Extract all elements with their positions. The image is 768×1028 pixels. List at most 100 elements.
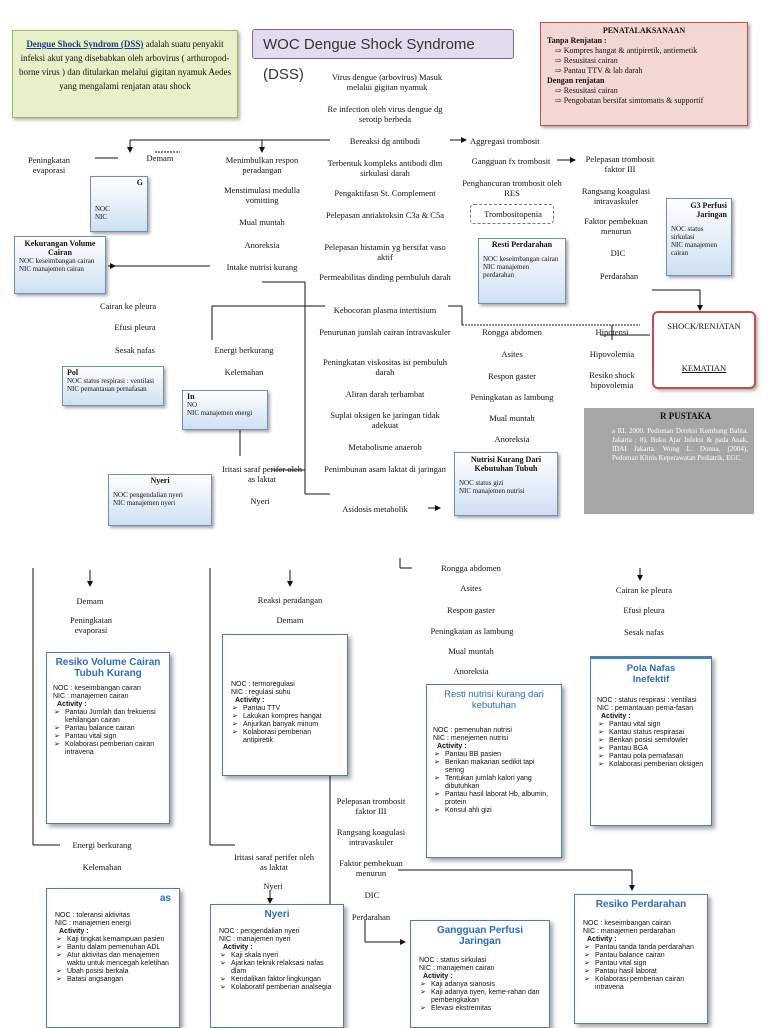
resiko-perdarahan-nic: NIC : manajemen perdarahan [583,928,676,935]
flow-antiaktoksin: Pelepasan antiaktoksin C3a & C5a [325,210,445,220]
nutrisi-care-item: Tentukan jumlah kalori yang dibutuhkan [434,775,555,791]
nyeri-small-title: Nyeri [150,476,170,485]
definition-box: Dengue Shock Syndrom (DSS) adalah suatu … [12,30,238,118]
flow-kebocoran: Kebocoran plasma intertisium [333,305,437,315]
intol-noc: NO [187,401,198,409]
intoleransi-item: Batasi angsangan [56,976,171,984]
partial-top-nic: NIC [95,213,108,221]
kekurangan-noc: NOC keseimbangan cairan [19,257,95,265]
woc-title-box: WOC Dengue Shock Syndrome (DSS) [252,29,514,83]
pola-nic: NIC pemantauan pernafasan [67,385,147,393]
intoleransi-title: as [159,893,171,904]
hipertermi-noc: NOC : termoregulasi [231,681,295,688]
nyeri-care-title: Nyeri [264,909,290,920]
definition-text: adalah suatu penyakit infeksi akut yang … [19,39,231,91]
nutrisi-care-item: Berikan makanan sedikit tapi sering [434,759,555,775]
flow-histamin: Pelepasan histamin yg bersifat vaso akti… [324,242,446,262]
intoleransi-activity: Activity : [59,928,89,935]
nutrisi-care-activity: Activity : [437,743,467,750]
resiko-volume-nic: NIC : manajemen cairan [53,693,129,700]
resiko-perdarahan-item: Pantau hasil laborat [584,968,699,976]
b-demam2: Demam [276,615,304,625]
b-iritasi: Iritasi saraf perifer oleh as laktat [234,852,314,872]
b-reaksi: Reaksi peradangan [257,595,323,605]
left-sesak: Sesak nafas [115,345,155,355]
intol-nic: NIC manajemen energi [187,409,253,417]
b-kelemahan: Kelemahan [82,862,122,872]
woc-title: WOC Dengue Shock Syndrome (DSS) [263,36,475,83]
flow-kompleks: Terbentuk kompleks antibodi dlm sirkulas… [327,158,443,178]
right-peningkatan-as: Peningkatan as lambung [470,392,554,402]
flow-suplai: Suplai oksigen ke jaringan tidak adekuat [330,410,440,430]
perfusi-small-box: G3 Perfusi Jaringan NOC status sirkulasi… [666,198,732,276]
shock-box: SHOCK/RENJATAN KEMATIAN [652,311,756,389]
left-energi: Energi berkurang [214,345,274,355]
nyeri-care-item: Kolaboratif pemberian analsegia [220,984,335,992]
left-anoreksia: Anoreksia [244,240,280,250]
b-sesak: Sesak nafas [624,627,664,637]
resiko-perdarahan-item: Pantau tanda tanda perdarahan [584,944,699,952]
resiko-volume-title: Resiko Volume Cairan Tubuh Kurang [55,657,161,679]
perfusi-small-title: G3 Perfusi Jaringan [690,201,727,219]
hipertermi-item: Kolaborasi pemberian antipiretik [232,729,339,745]
nyeri-care-nic: NIC : manajemen nyeri [219,936,291,943]
flow-penurunan: Penurunan jumlah cairan intravaskuler [319,327,451,337]
hipertermi-item: Lakukan kompres hangat [232,713,339,721]
resiko-volume-item: Kolaborasi pemberian cairan intravena [54,741,163,757]
intoleransi-item: Kaji tingkat kemampuan pasien [56,936,171,944]
b-rongga: Rongga abdomen [441,563,501,573]
left-cairan-pleura: Cairan ke pleura [100,301,157,311]
b-cairan: Cairan ke pleura [615,585,673,595]
nutrisi-small-nic: NIC manajemen nutrisi [459,487,525,495]
flow-reinfection: Re infection oleh virus dengue dg seroti… [327,104,443,124]
partial-top-box: G NOC NIC [90,176,148,232]
b-anoreksia: Anoreksia [453,666,489,676]
hipertermi-nic: NIC : regulasi suhu [231,689,291,696]
intoleransi-care-box: as NOC : toleransi aktivitas NIC : manaj… [46,888,180,1028]
resiko-perdarahan-care-box: Resiko Perdarahan NOC : keseimbangan cai… [574,894,708,1024]
right-penghancuran: Penghancuran trombosit oleh RES [462,178,562,198]
kematian-label: KEMATIAN [681,363,727,373]
b-perdarahan: Perdarahan [351,912,391,922]
pustaka-text: a RI. 2000. Pedoman Deteksi Kembang Bali… [612,427,748,462]
resiko-volume-item: Pantau Jumlah dan frekuensi kehilangan c… [54,709,163,725]
b-asites: Asites [460,583,482,593]
flow-permeabilitas: Permeabilitas dinding pembuluh darah [319,272,451,282]
shock-header: Dengan renjatan [547,76,605,85]
no-shock-item: ⇨ Pantau TTV & lab darah [555,66,643,75]
flow-penimbunan: Penimbunan asam laktat di jaringan [324,464,446,474]
shock-item: ⇨ Pengobatan bersifat simtomatis & suppo… [555,96,704,105]
nutrisi-care-title: Resti nutrisi kurang dari kebutuhan [444,689,544,711]
left-nyeri: Nyeri [250,496,270,506]
pola-nafas-nic: NIC : pemantauan perna-fasan [597,705,694,712]
flow-virus: Virus dengue (arbovirus) Masuk melalui g… [331,72,443,92]
kekurangan-title: Kekurangan Volume Cairan [24,239,96,257]
intoleransi-item: Ubah posisi berkala [56,968,171,976]
nutrisi-small-title: Nutrisi Kurang Dari Kebutuhan Tubuh [470,455,542,473]
no-shock-item: ⇨ Resusitasi cairan [555,56,618,65]
intoleransi-nic: NIC : manajemen energi [55,920,131,927]
trombositopenia-box: Trombositopenia [470,204,554,224]
pola-nafas-title: Pola Nafas Inefektif [626,663,676,685]
pola-noc: NOC status respirasi : ventilasi [67,377,155,385]
nutrisi-care-nic: NIC : menejemen nutrisi [433,735,509,742]
resiko-perdarahan-activity: Activity : [587,936,617,943]
shock-item: ⇨ Resusitasi cairan [555,86,618,95]
flow-antibodi: Bereaksi dg antibodi [349,136,421,146]
left-intake: Intake nutrisi kurang [226,262,298,272]
right-resiko-shock: Resiko shock hipovolemia [589,370,635,390]
no-shock-item: ⇨ Kompres hangat & antipiretik, antiemet… [555,46,698,55]
pola-nafas-item: Kolaborasi pemberian oksigen [598,761,705,769]
nutrisi-care-box: Resti nutrisi kurang dari kebutuhan NOC … [426,684,562,858]
right-asites: Asites [501,349,523,359]
flow-aliran: Aliran darah terhambat [345,389,425,399]
nyeri-care-box: Nyeri NOC : pengendalian nyeri NIC : man… [210,904,344,1028]
hipertermi-item: Pantau TTV [232,705,339,713]
pola-nafas-activity: Activity : [601,713,631,720]
nyeri-small-box: Nyeri NOC pengendalian nyeri NIC manajem… [108,474,212,526]
nyeri-care-activity: Activity : [223,944,253,951]
right-agregasi: Aggregasi trombosit [470,136,540,146]
right-dic: DIC [610,248,626,258]
left-menimbulkan: Menimbulkan respon peradangan [225,155,299,175]
b-efusi: Efusi pleura [623,605,665,615]
